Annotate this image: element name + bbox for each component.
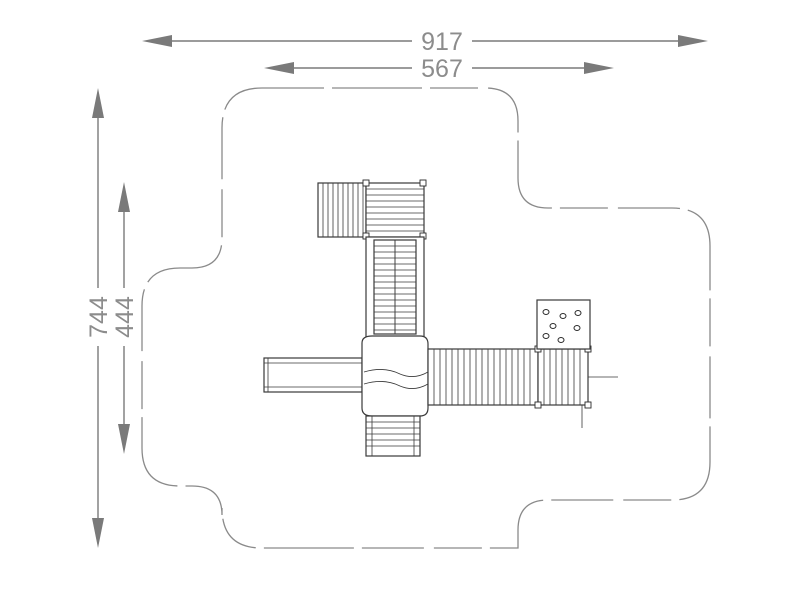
vertical-bridge	[365, 236, 425, 338]
slide	[263, 357, 363, 393]
overall-depth-dimension: 744	[85, 88, 113, 548]
arrow-left-icon	[264, 62, 294, 74]
lower-ladder	[365, 415, 421, 457]
arrow-right-icon	[584, 62, 614, 74]
right-tower-deck	[534, 345, 618, 428]
top-left-platform	[317, 182, 367, 238]
central-tube-tower	[361, 335, 429, 417]
overall-width-dimension: 917	[142, 28, 708, 56]
safety-zone-outline	[141, 87, 711, 549]
overall-width-label: 917	[421, 28, 463, 56]
play-structure	[263, 179, 618, 457]
arrow-right-icon	[678, 35, 708, 47]
overall-depth-label: 744	[85, 296, 113, 338]
arrow-up-icon	[92, 88, 104, 118]
arrow-up-icon	[118, 182, 130, 212]
top-tower-deck	[362, 179, 427, 240]
climbing-wall	[536, 299, 591, 350]
arrow-left-icon	[142, 35, 172, 47]
arrow-down-icon	[118, 424, 130, 454]
arrow-down-icon	[92, 518, 104, 548]
inner-width-dimension: 567	[264, 55, 614, 83]
inner-depth-dimension: 444	[111, 182, 139, 454]
horizontal-bridge	[427, 348, 539, 406]
inner-depth-label: 444	[111, 296, 139, 338]
inner-width-label: 567	[421, 55, 463, 83]
climbing-holds	[542, 309, 582, 343]
